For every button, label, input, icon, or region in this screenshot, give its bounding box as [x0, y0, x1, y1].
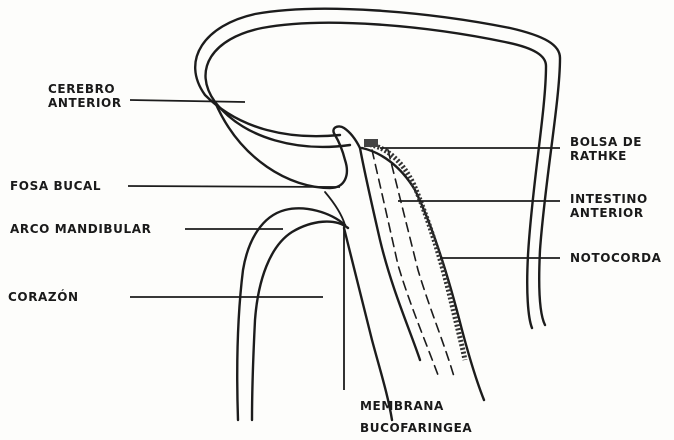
label-notocorda: NOTOCORDA — [570, 251, 662, 265]
label-fosa-bucal: FOSA BUCAL — [10, 179, 101, 193]
label-intestino-anterior-line1: INTESTINO — [570, 192, 648, 206]
label-membrana-bucofaringea-line1: MEMBRANA — [360, 399, 444, 413]
label-corazon: CORAZÓN — [8, 289, 79, 304]
label-cerebro-anterior-line1: CEREBRO — [48, 82, 115, 96]
label-bolsa-de-rathke-line1: BOLSA DE — [570, 135, 642, 149]
rathke-pouch-mark — [364, 139, 378, 147]
label-membrana-bucofaringea-line2: BUCOFARINGEA — [360, 421, 472, 435]
mandibular-arch-outline — [237, 208, 348, 420]
notochord-band — [364, 139, 465, 360]
label-intestino-anterior-line2: ANTERIOR — [570, 206, 644, 220]
label-arco-mandibular: ARCO MANDIBULAR — [10, 222, 151, 236]
leader-fosa-bucal — [128, 186, 340, 187]
forebrain-wall — [195, 9, 560, 328]
leader-lines — [128, 100, 560, 390]
stomodeum-outline — [215, 102, 360, 225]
leader-cerebro-anterior — [130, 100, 245, 102]
label-cerebro-anterior-line2: ANTERIOR — [48, 96, 122, 110]
label-bolsa-de-rathke-line2: RATHKE — [570, 149, 627, 163]
